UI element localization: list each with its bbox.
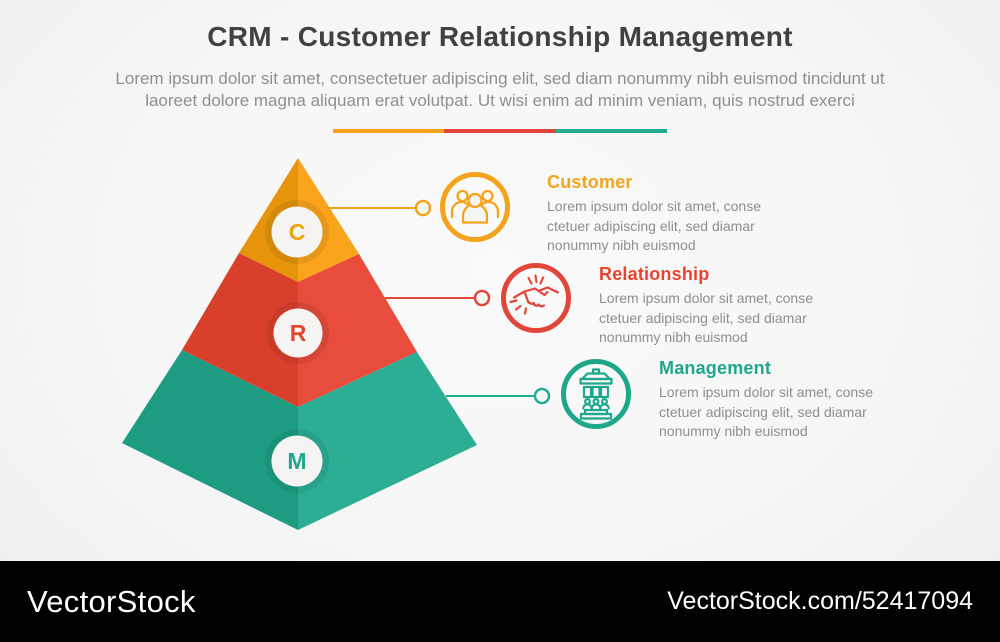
medallion-r [273, 308, 323, 358]
connector-ring-customer [414, 199, 432, 217]
item-customer-body-line: ctetuer adipiscing elit, sed diamar [547, 217, 755, 234]
pyramid-m-left-face [122, 350, 298, 530]
pyramid-m-right-face [298, 352, 477, 530]
page-subtitle: Lorem ipsum dolor sit amet, consectetuer… [60, 68, 940, 112]
item-relationship-body-line: nonummy nibh euismod [599, 329, 748, 345]
item-customer-body-line: Lorem ipsum dolor sit amet, conse [547, 198, 761, 214]
divider-segment-red [444, 129, 556, 133]
connector-customer [329, 199, 432, 217]
pyramid-r-left-face [182, 253, 298, 407]
connector-ring-management [533, 387, 551, 405]
item-management-body-line: ctetuer adipiscing elit, sed diamar [659, 403, 867, 420]
medallion-c [271, 206, 323, 258]
item-relationship: Relationship Lorem ipsum dolor sit amet,… [599, 264, 879, 348]
people-group-icon [439, 171, 511, 243]
watermark-brand: VectorStock [27, 583, 196, 619]
item-management-title: Management [659, 358, 772, 378]
subtitle-line-1: Lorem ipsum dolor sit amet, consectetuer… [115, 69, 885, 88]
item-relationship-body-line: ctetuer adipiscing elit, sed diamar [599, 309, 807, 326]
pyramid-level-management [122, 350, 477, 530]
connector-relationship [385, 289, 491, 307]
subtitle-line-2: laoreet dolore magna aliquam erat volutp… [145, 91, 855, 110]
building-icon [560, 358, 632, 430]
watermark-url: VectorStock.com/52417094 [667, 587, 973, 615]
connector-ring-relationship [473, 289, 491, 307]
handshake-icon [500, 262, 572, 334]
divider-segment-orange [333, 129, 445, 133]
item-customer-title: Customer [547, 172, 633, 192]
pyramid-letter-r: R [289, 320, 307, 346]
pyramid-r-right-face [298, 254, 417, 407]
item-management-body-line: Lorem ipsum dolor sit amet, conse [659, 384, 873, 400]
divider-segment-teal [555, 129, 667, 133]
item-relationship-title: Relationship [599, 264, 710, 284]
item-customer: Customer Lorem ipsum dolor sit amet, con… [547, 172, 827, 256]
page-title: CRM - Customer Relationship Management [207, 21, 793, 52]
item-management: Management Lorem ipsum dolor sit amet, c… [659, 358, 939, 442]
watermark-bar: VectorStock VectorStock.com/52417094 [0, 561, 1000, 642]
item-relationship-body-line: Lorem ipsum dolor sit amet, conse [599, 290, 813, 306]
connector-management [446, 387, 551, 405]
item-customer-body-line: nonummy nibh euismod [547, 237, 696, 253]
pyramid-letter-c: C [288, 219, 306, 245]
item-management-body-line: nonummy nibh euismod [659, 423, 808, 439]
pyramid-level-relationship [182, 253, 417, 407]
pyramid-letter-m: M [287, 448, 307, 474]
medallion-m [271, 435, 323, 487]
tricolor-divider [333, 129, 667, 133]
